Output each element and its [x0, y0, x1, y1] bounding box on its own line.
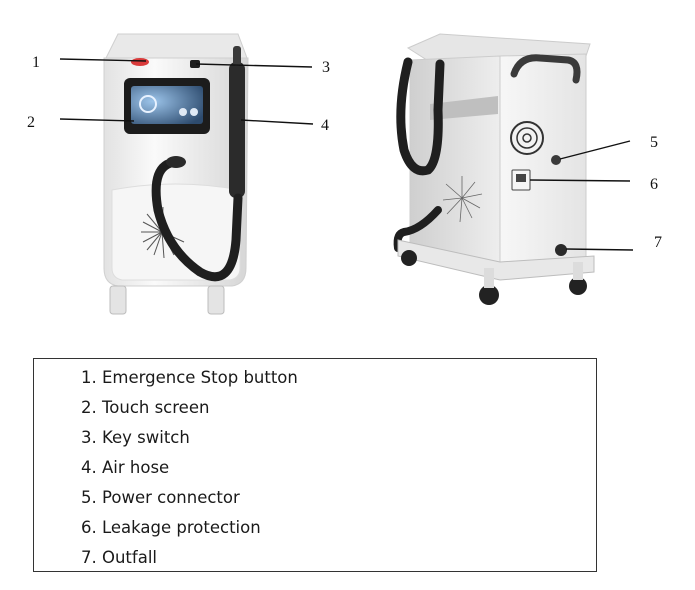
back-base	[397, 239, 595, 281]
wheel-front-left	[401, 250, 417, 266]
legend-item-air-hose: 4. Air hose	[81, 458, 170, 477]
front-top-lid	[105, 33, 248, 59]
callout-number-1: 1	[32, 54, 40, 71]
front-hose-port	[166, 156, 186, 168]
legend-item-key-switch: 3. Key switch	[81, 428, 190, 447]
wheel-back-right	[569, 277, 587, 295]
callout-line-2	[59, 118, 135, 122]
legend-box: 1. Emergence Stop button 2. Touch screen…	[33, 358, 597, 572]
front-handpiece-holder	[229, 62, 245, 198]
back-side-panel	[409, 55, 501, 267]
callout-line-5	[559, 140, 631, 160]
callout-line-6	[529, 179, 631, 182]
back-sunburst-decoration	[442, 176, 483, 223]
key-switch	[190, 60, 200, 68]
callout-number-2: 2	[27, 114, 35, 131]
callout-lines	[59, 58, 634, 251]
front-foot-right	[207, 285, 225, 315]
touch-screen-display	[131, 86, 203, 124]
legend-item-leakage-protection: 6. Leakage protection	[81, 518, 261, 537]
back-rear-panel	[499, 53, 587, 267]
front-air-hose	[151, 157, 243, 282]
wheel-front-right	[479, 285, 499, 305]
front-view-machine	[103, 33, 249, 315]
power-connector	[551, 155, 561, 165]
callout-number-6: 6	[650, 176, 658, 193]
front-lower-panel	[111, 183, 241, 281]
wheel-stem	[484, 268, 494, 288]
back-stripe	[430, 96, 498, 120]
legend-list: 1. Emergence Stop button 2. Touch screen…	[34, 359, 596, 573]
screen-dial-icon	[139, 95, 157, 113]
legend-item-power-connector: 5. Power connector	[81, 488, 240, 507]
legend-item-touch-screen: 2. Touch screen	[81, 398, 210, 417]
legend-item-outfall: 7. Outfall	[81, 548, 157, 567]
leakage-switch-lever	[516, 174, 526, 182]
back-air-hose	[396, 57, 445, 176]
emergency-stop-button	[131, 58, 149, 66]
fan-grill-icon	[510, 121, 544, 155]
legend-item-emergency-stop: 1. Emergence Stop button	[81, 368, 298, 387]
callout-line-1	[59, 58, 147, 62]
back-handle-right	[510, 54, 581, 84]
callout-number-5: 5	[650, 134, 658, 151]
back-view-machine	[393, 33, 595, 305]
screen-knob-icon	[190, 108, 198, 116]
machine-diagram: 1 2 3 4 5 6 7	[27, 33, 662, 315]
fan-grill-ring	[516, 127, 538, 149]
screen-knob-icon	[179, 108, 187, 116]
front-foot-left	[109, 285, 127, 315]
callout-line-7	[565, 248, 634, 251]
outfall-port	[555, 244, 567, 256]
callout-line-3	[195, 63, 313, 68]
fan-grill-center	[522, 133, 532, 143]
callout-number-4: 4	[321, 117, 329, 134]
front-handpiece-tip	[233, 46, 241, 66]
callout-line-4	[240, 119, 314, 125]
wheel-stem	[573, 262, 583, 280]
callout-number-7: 7	[654, 234, 662, 251]
callout-number-3: 3	[322, 59, 330, 76]
